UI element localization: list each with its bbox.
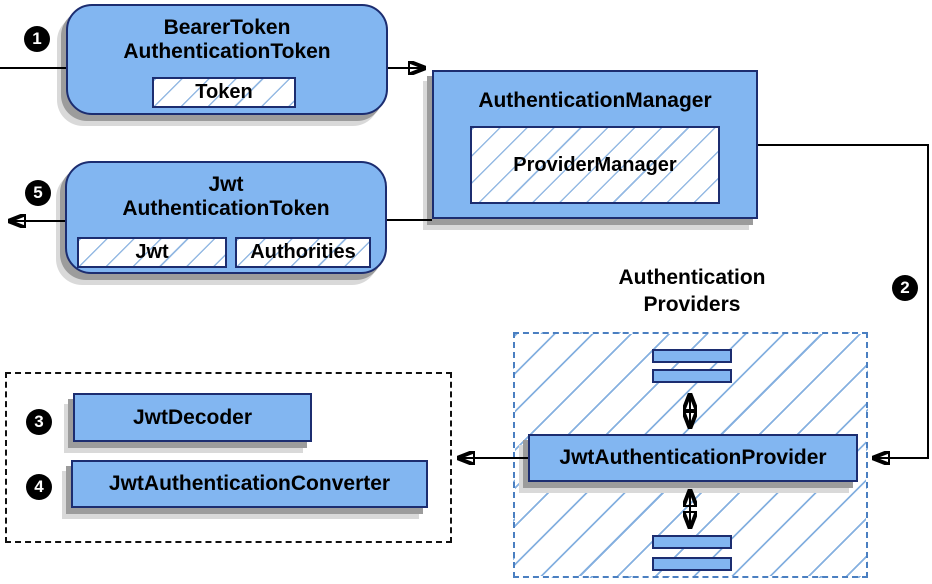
jwt-authentication-provider-node: JwtAuthenticationProvider bbox=[528, 434, 858, 482]
bearer-token-title-line1: BearerToken bbox=[163, 16, 291, 39]
step-badge-1: 1 bbox=[24, 26, 50, 52]
authorities-field: Authorities bbox=[235, 237, 371, 268]
provider-stub-bar-bottom-1 bbox=[652, 535, 732, 549]
jwt-decoder-node: JwtDecoder bbox=[73, 393, 312, 442]
decoder-group: JwtDecoder JwtAuthenticationConverter bbox=[5, 372, 452, 543]
providers-label-line2: Providers bbox=[643, 293, 741, 316]
provider-stub-bar-top-2 bbox=[652, 369, 732, 383]
bearer-token-title: BearerToken AuthenticationToken bbox=[68, 6, 386, 64]
jwt-field: Jwt bbox=[77, 237, 227, 268]
jwt-token-title-line2: AuthenticationToken bbox=[122, 197, 330, 220]
jwt-authentication-converter-node: JwtAuthenticationConverter bbox=[71, 460, 428, 508]
bearer-token-node: BearerToken AuthenticationToken Token bbox=[66, 4, 388, 115]
step-badge-2: 2 bbox=[892, 275, 918, 301]
auth-manager-title: AuthenticationManager bbox=[478, 89, 712, 112]
jwt-token-title-line1: Jwt bbox=[208, 173, 244, 196]
step-badge-4: 4 bbox=[26, 474, 52, 500]
jwt-token-node: Jwt AuthenticationToken Jwt Authorities bbox=[65, 161, 387, 274]
provider-stub-bar-top-1 bbox=[652, 349, 732, 363]
bearer-token-title-line2: AuthenticationToken bbox=[123, 40, 331, 63]
token-field: Token bbox=[152, 77, 296, 108]
step-badge-3: 3 bbox=[26, 409, 52, 435]
auth-manager-node: AuthenticationManager ProviderManager bbox=[432, 70, 758, 219]
jwt-token-title: Jwt AuthenticationToken bbox=[67, 163, 385, 221]
providers-label: Authentication Providers bbox=[557, 264, 827, 318]
providers-label-line1: Authentication bbox=[618, 266, 766, 289]
provider-manager-field: ProviderManager bbox=[470, 126, 720, 204]
providers-group: JwtAuthenticationProvider bbox=[513, 332, 868, 578]
provider-stub-bar-bottom-2 bbox=[652, 557, 732, 571]
step-badge-5: 5 bbox=[25, 180, 51, 206]
